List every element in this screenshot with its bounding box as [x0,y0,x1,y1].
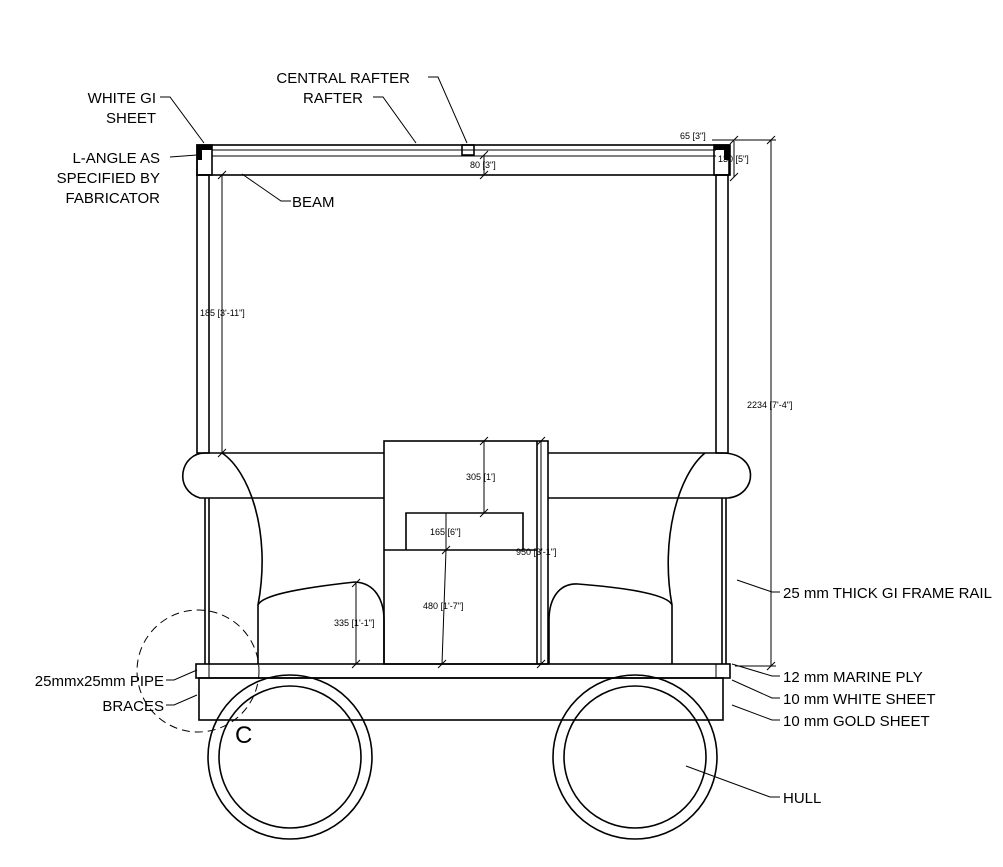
roof-assembly [196,144,731,176]
dim-tick [766,135,776,145]
dim-tick [536,436,546,446]
right-seat-back-curve [667,452,706,664]
leader-pipe [166,669,198,681]
counter-lower-dim-line [441,549,447,665]
leader-white-sheet [731,679,780,699]
dim-tick [351,659,361,669]
label-pipe: 25mmx25mm PIPE [35,673,164,690]
leader-frame-rail [736,579,780,593]
dim-950: 950 [3'-1"] [516,547,556,557]
counter-display-box [405,512,524,550]
label-white-gi-sheet-2: SHEET [106,110,156,127]
dim-80: 80 [3"] [470,160,496,170]
leader-beam [241,173,291,202]
dim-tick [351,578,361,588]
base-layers [195,663,731,721]
dim-tick [437,659,447,669]
dim-335: 335 [1'-1"] [334,618,374,628]
right-wheel-inner [563,685,707,829]
dim-305: 305 [1'] [466,472,495,482]
leader-rafter [373,96,417,144]
central-rafter-block [461,144,475,156]
dim-480: 480 [1'-7"] [423,601,463,611]
right-wheel-outer [552,674,718,840]
right-white-gi-sheet-corner [714,145,729,160]
label-rafter: RAFTER [303,90,363,107]
right-seat-cushion [548,583,673,664]
dim-tick [479,170,489,180]
gold-sheet-skirt [198,677,724,721]
label-braces: BRACES [102,698,164,715]
dim-tick [479,436,489,446]
dim-2234: 2234 [7'-4"] [747,400,792,410]
callout-labels: WHITE GI SHEET CENTRAL RAFTER RAFTER L-A… [35,70,992,807]
leader-braces [166,694,198,706]
label-beam: BEAM [292,194,335,211]
dim-165: 165 [6"] [430,527,461,537]
left-armrest-roll [182,452,206,499]
right-armrest-roll [721,452,752,499]
label-white-sheet: 10 mm WHITE SHEET [783,691,936,708]
dimension-lines [217,135,776,671]
dim-tick [217,170,227,180]
dim-tick [729,172,739,182]
leader-lines [160,76,780,798]
detail-callout-circle [136,609,260,733]
leader-l-angle [169,154,198,158]
dim-tick [217,448,227,458]
dim-tick [441,545,451,555]
left-white-gi-sheet-corner [197,145,212,160]
posts [196,174,729,454]
label-l-angle-2: SPECIFIED BY [57,170,160,187]
seating-body [182,440,752,665]
dim-130: 130 [5"] [718,154,749,164]
leader-central-rafter [428,76,468,144]
leader-white-gi-sheet [160,96,205,144]
dim-tick [479,150,489,160]
leader-marine-ply [731,663,780,677]
label-white-gi-sheet-1: WHITE GI [88,90,156,107]
leader-hull [685,765,780,798]
label-l-angle-3: FABRICATOR [66,190,161,207]
wheels [207,674,718,840]
label-central-rafter: CENTRAL RAFTER [276,70,410,87]
leader-gold-sheet [731,704,780,721]
detail-marker-c: C [235,722,252,749]
left-seat-back-curve [221,452,263,664]
dim-tick [766,661,776,671]
label-frame-rail: 25 mm THICK GI FRAME RAIL [783,585,992,602]
label-gold-sheet: 10 mm GOLD SHEET [783,713,930,730]
label-marine-ply: 12 mm MARINE PLY [783,669,923,686]
dimension-texts: 65 [3"] 80 [3"] 130 [5"] 185 [3'-11"] 22… [200,131,792,628]
dim-185: 185 [3'-11"] [200,308,245,318]
dim-65: 65 [3"] [680,131,706,141]
label-l-angle-1: L-ANGLE AS [72,150,160,167]
left-wheel-outer [207,674,373,840]
left-wheel-inner [218,685,362,829]
label-hull: HULL [783,790,821,807]
dim-tick [536,659,546,669]
right-post [715,174,729,454]
dim-tick [479,508,489,518]
left-seat-cushion [257,581,385,664]
